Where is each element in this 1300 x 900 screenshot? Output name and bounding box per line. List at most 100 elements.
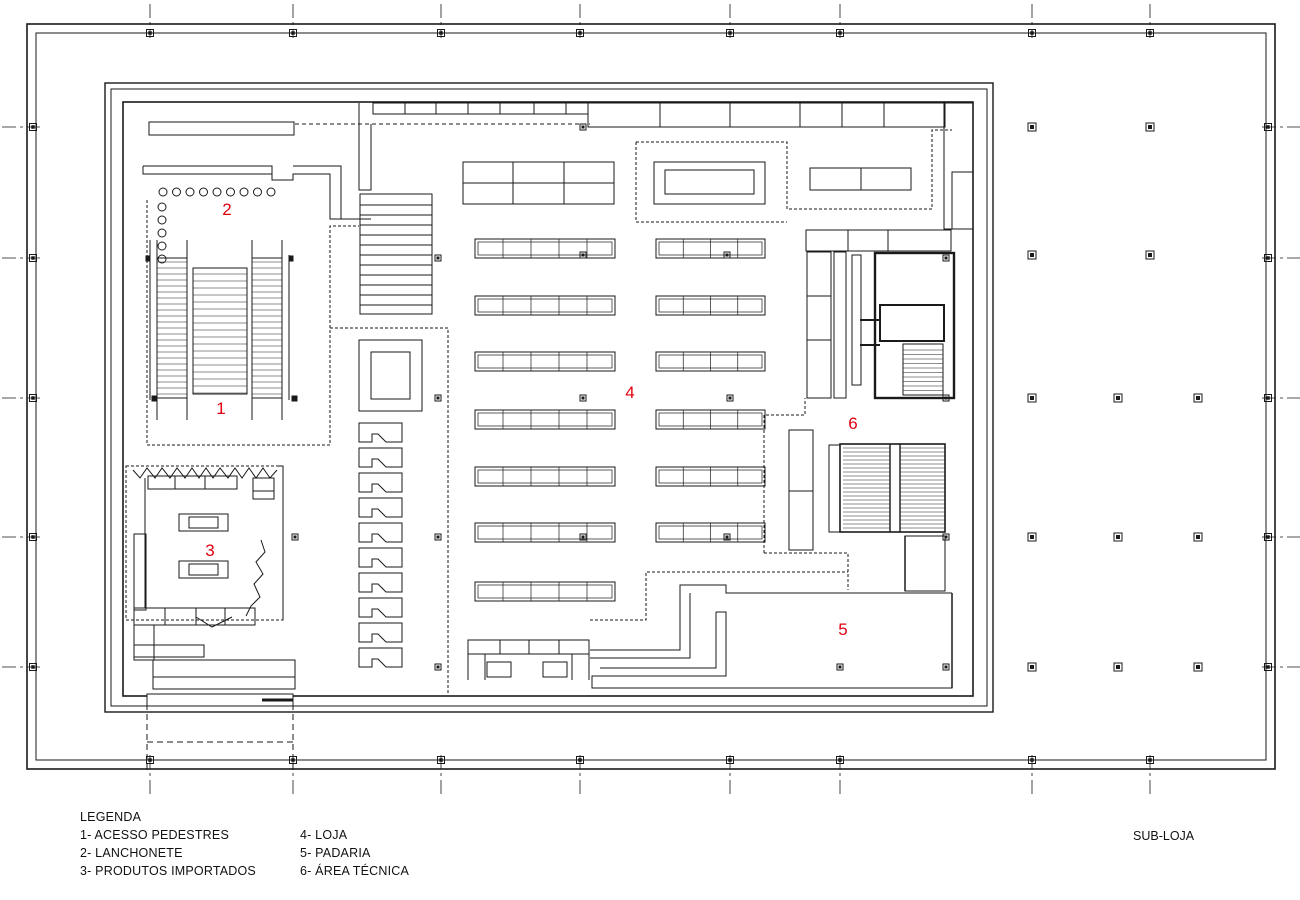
store-shelf bbox=[474, 466, 616, 487]
store-shelf bbox=[655, 238, 766, 259]
island-table bbox=[178, 513, 229, 532]
store-shelf bbox=[655, 295, 766, 316]
central-stair bbox=[192, 267, 248, 395]
store-shelf bbox=[655, 522, 766, 543]
structural-column bbox=[836, 663, 844, 671]
snack-bar-seat bbox=[157, 228, 167, 238]
structural-column bbox=[434, 394, 442, 402]
structural-column bbox=[1028, 756, 1036, 764]
snack-bar-seat bbox=[157, 241, 167, 251]
checkout-counter bbox=[358, 497, 403, 518]
imported-products-zone bbox=[125, 465, 284, 621]
structural-column bbox=[437, 756, 445, 764]
structural-column bbox=[579, 394, 587, 402]
area-numbers: 1 2 3 4 5 6 bbox=[205, 200, 857, 639]
structural-column bbox=[1027, 662, 1037, 672]
structural-column bbox=[1027, 532, 1037, 542]
snack-bar-seat bbox=[185, 187, 195, 197]
structural-column bbox=[29, 663, 37, 671]
legend-item-6: 6- ÁREA TÉCNICA bbox=[300, 864, 410, 878]
structural-column bbox=[1145, 122, 1155, 132]
snack-bar-seat bbox=[157, 202, 167, 212]
legend-item-1: 1- ACESSO PEDESTRES bbox=[80, 828, 229, 842]
structural-column bbox=[1027, 393, 1037, 403]
store-shelf bbox=[474, 409, 616, 430]
checkout-counter bbox=[358, 622, 403, 643]
interior-layout bbox=[125, 102, 974, 694]
bakery-walls bbox=[590, 584, 952, 651]
structural-column bbox=[146, 29, 154, 37]
structural-column bbox=[1027, 250, 1037, 260]
structural-column bbox=[576, 756, 584, 764]
area-number-2: 2 bbox=[222, 200, 231, 219]
store-block-outer bbox=[104, 82, 994, 713]
store-shelf bbox=[655, 409, 766, 430]
structural-column bbox=[1264, 254, 1272, 262]
snack-bar-seat bbox=[157, 215, 167, 225]
snack-bar-seat bbox=[157, 254, 167, 264]
legend-item-3: 3- PRODUTOS IMPORTADOS bbox=[80, 864, 256, 878]
structural-column bbox=[1113, 662, 1123, 672]
snack-bar-seat bbox=[212, 187, 222, 197]
structural-column bbox=[836, 29, 844, 37]
structural-column bbox=[437, 29, 445, 37]
area-number-6: 6 bbox=[848, 414, 857, 433]
store-block-inner bbox=[110, 88, 988, 707]
structural-column bbox=[1146, 756, 1154, 764]
main-stair bbox=[359, 193, 433, 315]
area-number-4: 4 bbox=[625, 383, 634, 402]
outer-wall bbox=[26, 23, 1276, 770]
structural-column bbox=[942, 663, 950, 671]
technical-cabinet bbox=[788, 429, 814, 551]
structural-column bbox=[836, 756, 844, 764]
snack-bar-seating bbox=[157, 187, 276, 264]
structural-column bbox=[942, 533, 950, 541]
checkout-counter bbox=[358, 597, 403, 618]
store-shelf bbox=[474, 238, 616, 259]
structural-columns bbox=[29, 29, 1272, 764]
checkout-counter bbox=[358, 647, 403, 668]
structural-column bbox=[726, 394, 734, 402]
structural-column bbox=[434, 663, 442, 671]
structural-column bbox=[1146, 29, 1154, 37]
zigzag-partition-top bbox=[132, 467, 278, 479]
escalator-left bbox=[149, 240, 188, 420]
structural-column bbox=[29, 533, 37, 541]
structural-column bbox=[1264, 533, 1272, 541]
area-number-1: 1 bbox=[216, 399, 225, 418]
structural-column bbox=[1027, 122, 1037, 132]
area-number-3: 3 bbox=[205, 541, 214, 560]
display-counter bbox=[653, 161, 766, 205]
structural-column bbox=[434, 533, 442, 541]
top-service-rooms bbox=[587, 102, 946, 128]
checkout-counter bbox=[358, 547, 403, 568]
store-shelf bbox=[655, 351, 766, 372]
store-shelf bbox=[474, 522, 616, 543]
legend-item-5: 5- PADARIA bbox=[300, 846, 371, 860]
structural-column bbox=[1193, 393, 1203, 403]
structural-column bbox=[1145, 250, 1155, 260]
display-kiosk bbox=[358, 339, 423, 412]
store-shelf bbox=[655, 466, 766, 487]
structural-column bbox=[579, 533, 587, 541]
checkout-counters bbox=[358, 422, 403, 668]
checkout-counter bbox=[358, 572, 403, 593]
store-shelf bbox=[474, 351, 616, 372]
structural-column bbox=[1113, 532, 1123, 542]
legend-item-4: 4- LOJA bbox=[300, 828, 348, 842]
structural-column bbox=[29, 123, 37, 131]
legend-column-2: 4- LOJA 5- PADARIA 6- ÁREA TÉCNICA bbox=[300, 826, 409, 880]
legend: LEGENDA 1- ACESSO PEDESTRES 2- LANCHONET… bbox=[80, 808, 256, 880]
structural-column bbox=[942, 254, 950, 262]
snack-bar-seat bbox=[158, 187, 168, 197]
structural-column bbox=[1113, 393, 1123, 403]
structural-column bbox=[289, 29, 297, 37]
structural-column bbox=[1264, 394, 1272, 402]
structural-column bbox=[726, 756, 734, 764]
structural-column bbox=[1193, 662, 1203, 672]
technical-left-column bbox=[806, 251, 832, 399]
structural-column bbox=[291, 533, 299, 541]
structural-column bbox=[289, 756, 297, 764]
island-table-2 bbox=[178, 560, 229, 579]
